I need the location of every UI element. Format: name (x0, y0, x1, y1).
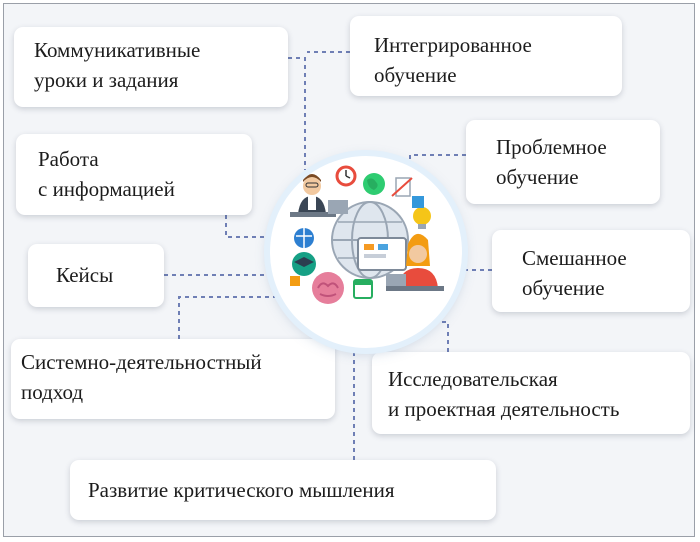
card-problem: Проблемное обучение (466, 120, 660, 204)
card-research: Исследовательская и проектная деятельнос… (372, 352, 690, 434)
card-blended-line-1: Смешанное (522, 246, 627, 270)
connector-communicative (288, 57, 306, 170)
connector-system (178, 296, 275, 339)
card-information-line-2: с информацией (38, 177, 175, 201)
card-critical: Развитие критического мышления (70, 460, 496, 520)
card-communicative-line-2: уроки и задания (34, 68, 179, 92)
education-methods-illustration-icon (290, 165, 444, 304)
card-integrated-line-2: обучение (374, 63, 457, 87)
card-system-line-1: Системно-деятельностный (21, 350, 262, 374)
card-research-line-2: и проектная деятельность (388, 397, 620, 421)
card-problem-line-2: обучение (496, 165, 579, 189)
card-critical-line-1: Развитие критического мышления (88, 478, 395, 502)
card-communicative: Коммуникативные уроки и задания (14, 27, 288, 107)
card-system: Системно-деятельностный подход (11, 339, 335, 419)
card-information-line-1: Работа (38, 147, 99, 171)
card-cases-line-1: Кейсы (56, 263, 114, 287)
hub-illustration (270, 156, 462, 348)
connector-information (225, 215, 272, 238)
connector-research (432, 321, 449, 352)
card-blended-line-2: обучение (522, 276, 605, 300)
card-information: Работа с информацией (16, 134, 252, 215)
card-integrated: Интегрированное обучение (350, 16, 622, 96)
card-system-line-2: подход (21, 380, 84, 404)
card-problem-line-1: Проблемное (496, 135, 607, 159)
card-research-line-1: Исследовательская (388, 367, 558, 391)
card-blended: Смешанное обучение (492, 230, 690, 312)
card-cases: Кейсы (28, 244, 164, 307)
card-communicative-line-1: Коммуникативные (34, 38, 201, 62)
card-integrated-line-1: Интегрированное (374, 33, 532, 57)
